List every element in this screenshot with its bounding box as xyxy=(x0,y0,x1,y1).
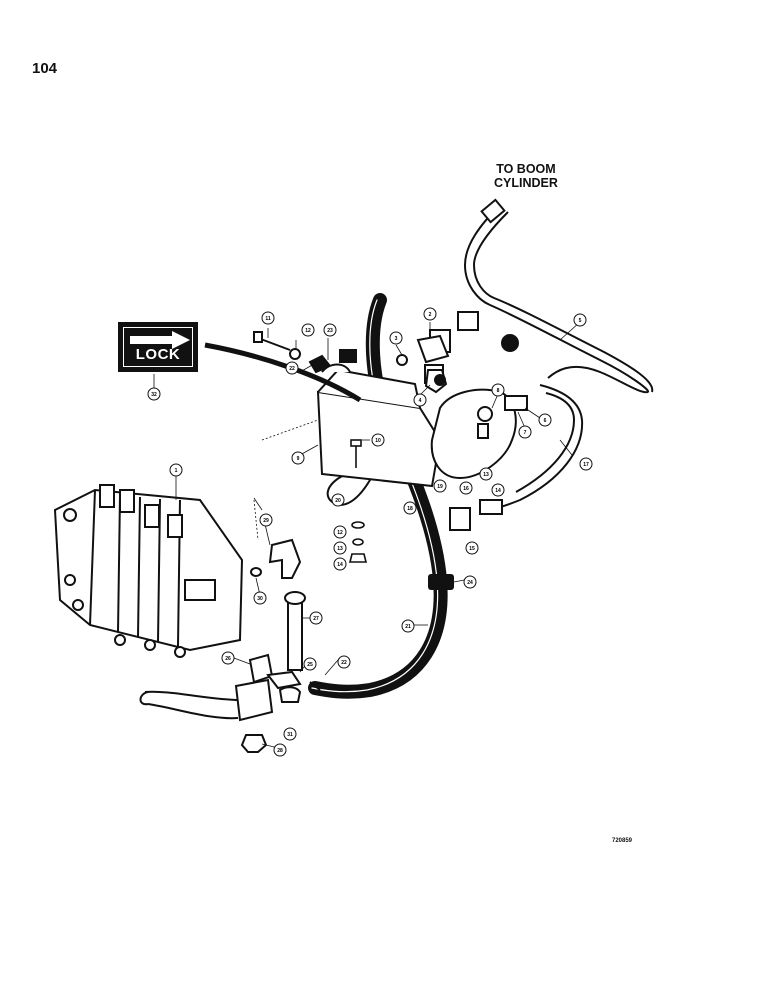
bubble-25: 25 xyxy=(303,657,317,671)
svg-text:22: 22 xyxy=(341,660,347,666)
bubble-9: 9 xyxy=(291,451,305,465)
svg-text:26: 26 xyxy=(225,656,231,662)
svg-text:18: 18 xyxy=(407,506,413,512)
bubble-18: 18 xyxy=(403,501,417,515)
bubble-19: 19 xyxy=(433,479,447,493)
bubble-13b: 13 xyxy=(479,467,493,481)
hose-band xyxy=(428,574,454,590)
svg-text:19: 19 xyxy=(437,484,443,490)
to-boom-cylinder-line2: CYLINDER xyxy=(494,176,558,190)
main-hose xyxy=(308,293,448,699)
tee-block xyxy=(139,653,321,753)
bubble-6: 6 xyxy=(538,413,552,427)
svg-text:20: 20 xyxy=(335,498,341,504)
bubble-12b: 12 xyxy=(333,525,347,539)
bubble-14b: 14 xyxy=(491,483,505,497)
bolt-10-stack xyxy=(348,439,368,563)
arrow-right-icon xyxy=(130,331,190,349)
page-number: 104 xyxy=(32,60,58,77)
bubble-12a: 12 xyxy=(301,323,315,337)
bubble-8: 8 xyxy=(491,383,505,397)
bubble-22b: 22 xyxy=(337,655,351,669)
bubble-22a: 22 xyxy=(285,361,299,375)
bubble-27: 27 xyxy=(309,611,323,625)
svg-text:14: 14 xyxy=(337,562,343,568)
svg-text:7: 7 xyxy=(524,430,527,436)
valve-bank-1 xyxy=(53,484,244,658)
svg-text:6: 6 xyxy=(544,418,547,424)
svg-text:5: 5 xyxy=(579,318,582,324)
bubble-30: 30 xyxy=(253,591,267,605)
svg-text:30: 30 xyxy=(257,596,263,602)
svg-text:14: 14 xyxy=(495,488,501,494)
elbow-29 xyxy=(250,538,302,579)
svg-text:16: 16 xyxy=(463,486,469,492)
control-valve xyxy=(430,388,517,480)
bubble-20: 20 xyxy=(331,493,345,507)
svg-text:13: 13 xyxy=(337,546,343,552)
svg-text:25: 25 xyxy=(307,662,313,668)
pipe-27 xyxy=(284,591,306,671)
to-boom-cylinder-line1: TO BOOM xyxy=(496,162,556,176)
bubble-16: 16 xyxy=(459,481,473,495)
bubble-10: 10 xyxy=(371,433,385,447)
bubble-4: 4 xyxy=(413,393,427,407)
bubble-26: 26 xyxy=(221,651,235,665)
upper-fittings xyxy=(396,334,450,394)
svg-text:31: 31 xyxy=(287,732,293,738)
bubble-31: 31 xyxy=(283,727,297,741)
bolt-hardware xyxy=(253,331,357,374)
svg-text:13: 13 xyxy=(483,472,489,478)
svg-text:32: 32 xyxy=(151,392,157,398)
svg-text:3: 3 xyxy=(395,336,398,342)
tube-5-fitting xyxy=(480,198,506,224)
svg-text:12: 12 xyxy=(305,328,311,334)
svg-text:22: 22 xyxy=(289,366,295,372)
bubble-29: 29 xyxy=(259,513,273,527)
svg-text:17: 17 xyxy=(583,462,589,468)
bubble-24: 24 xyxy=(463,575,477,589)
svg-text:28: 28 xyxy=(277,748,283,754)
bubble-32: 32 xyxy=(147,387,161,401)
svg-text:8: 8 xyxy=(497,388,500,394)
svg-text:23: 23 xyxy=(327,328,333,334)
svg-text:21: 21 xyxy=(405,624,411,630)
bubble-13a: 13 xyxy=(333,541,347,555)
lock-decal-border: LOCK xyxy=(123,327,193,367)
bubble-21: 21 xyxy=(401,619,415,633)
bubble-1: 1 xyxy=(169,463,183,477)
lock-decal: LOCK xyxy=(118,322,198,372)
svg-text:15: 15 xyxy=(469,546,475,552)
bubble-11: 11 xyxy=(261,311,275,325)
bubble-28: 28 xyxy=(273,743,287,757)
tube-5 xyxy=(463,204,654,394)
bubble-17: 17 xyxy=(579,457,593,471)
svg-text:10: 10 xyxy=(375,438,381,444)
bubble-2: 2 xyxy=(423,307,437,321)
svg-text:24: 24 xyxy=(467,580,473,586)
bubble-15: 15 xyxy=(465,541,479,555)
bubble-14a: 14 xyxy=(333,557,347,571)
bubble-3: 3 xyxy=(389,331,403,345)
to-boom-cylinder-label: TO BOOM CYLINDER xyxy=(494,162,558,190)
bubble-5: 5 xyxy=(573,313,587,327)
svg-text:27: 27 xyxy=(313,616,319,622)
svg-text:11: 11 xyxy=(265,316,271,322)
svg-text:29: 29 xyxy=(263,518,269,524)
bubble-23: 23 xyxy=(323,323,337,337)
svg-text:9: 9 xyxy=(297,456,300,462)
svg-text:2: 2 xyxy=(429,312,432,318)
svg-text:12: 12 xyxy=(337,530,343,536)
lock-label: LOCK xyxy=(135,346,181,363)
svg-text:4: 4 xyxy=(419,398,422,404)
figure-reference-number: 720859 xyxy=(612,838,633,844)
bubble-7: 7 xyxy=(518,425,532,439)
part-bubbles: 1 2 3 4 5 6 7 8 9 10 11 12 12 13 13 14 1… xyxy=(147,307,593,757)
svg-text:1: 1 xyxy=(175,468,178,474)
